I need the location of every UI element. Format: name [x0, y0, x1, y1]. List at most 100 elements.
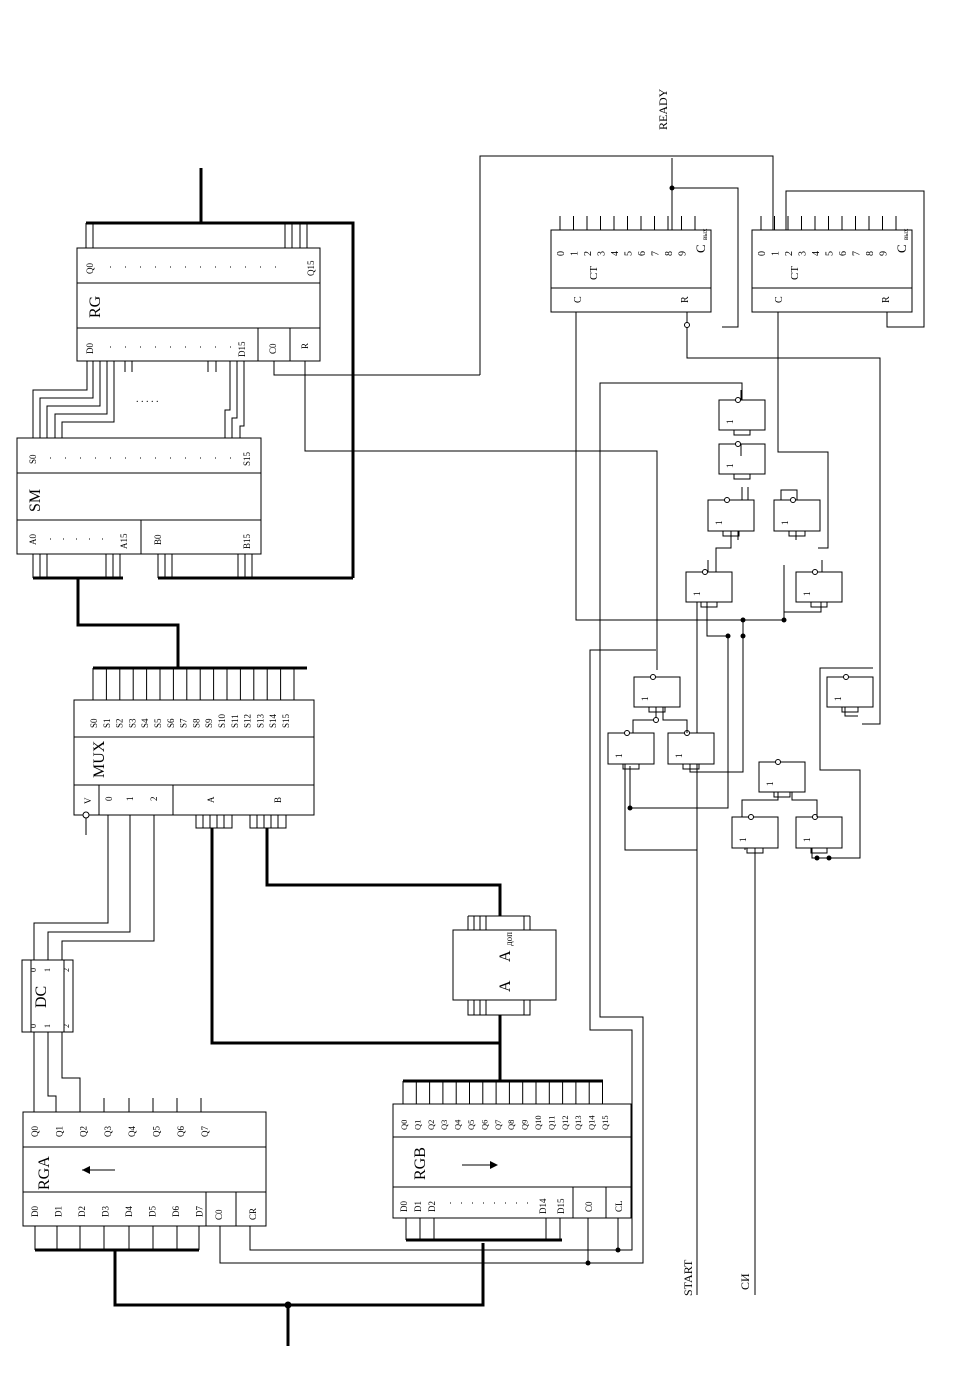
adder-sm: SM S0 S15 A0 A15 B0 B15 — [16, 437, 262, 555]
ct2-out-label: 0 — [757, 251, 768, 256]
gate-label: 1 — [614, 754, 624, 759]
ct1-out-label: 5 — [624, 251, 635, 256]
gate-label: 1 — [640, 697, 650, 702]
ct2-c-label: C — [774, 296, 785, 303]
sm-a0-label: A0 — [28, 534, 38, 545]
logic-gate — [667, 732, 715, 765]
gate-label: 1 — [692, 592, 702, 597]
mux-sel-label: S2 — [115, 718, 125, 728]
mux-sel-label: S8 — [191, 718, 201, 728]
logic-gate — [607, 732, 655, 765]
gate-label: 1 — [738, 838, 748, 843]
signal-ready: READY — [656, 88, 670, 130]
gate-label: 1 — [802, 838, 812, 843]
rga-d-label: D6 — [171, 1206, 181, 1217]
mux-sel-label: S3 — [127, 718, 137, 728]
rga-q-label: Q3 — [103, 1126, 113, 1137]
logic-gate — [633, 676, 681, 708]
ct1-cvyh-label: C — [693, 244, 708, 253]
ct1-out-label: 1 — [570, 251, 581, 256]
ct1-out-label: 0 — [556, 251, 567, 256]
ct1-out-label: 9 — [678, 251, 689, 256]
rgb-d1-label: D1 — [413, 1201, 423, 1212]
logic-gate — [731, 816, 779, 849]
mux-c2-label: 2 — [149, 797, 159, 802]
rgb-q-label: Q6 — [479, 1120, 489, 1130]
gate-label: 1 — [802, 592, 812, 597]
rga-d-label: D1 — [54, 1206, 64, 1217]
mux-sel-label: S15 — [281, 713, 291, 728]
mux-v-label: V — [83, 797, 93, 804]
mux-sel-label: S12 — [243, 714, 253, 728]
logic-gate — [758, 761, 806, 793]
ct2-out-label: 1 — [771, 251, 782, 256]
gate-label: 1 — [674, 754, 684, 759]
addr-adop-label: A — [497, 950, 514, 962]
gate-label: 1 — [765, 782, 775, 787]
mux-sel-label: S7 — [179, 718, 189, 728]
mux-sel-label: S13 — [255, 713, 265, 728]
rg-c0-label: C0 — [268, 343, 278, 354]
rgb-q-label: Q7 — [493, 1120, 503, 1130]
ct2-out-label: 5 — [825, 251, 836, 256]
ct1-out-label: 3 — [597, 251, 608, 256]
rg-q15-label: Q15 — [306, 260, 316, 276]
register-rg: RG Q0 Q15 D0 D15 C0 R — [76, 247, 321, 362]
sm-b0-label: B0 — [153, 534, 163, 545]
rga-d-label: D5 — [148, 1206, 158, 1217]
logic-gate — [718, 443, 766, 475]
rga-q-label: Q4 — [127, 1126, 137, 1137]
logic-gate — [795, 571, 843, 603]
ct1-c-label: C — [573, 296, 584, 303]
logic-gate — [707, 499, 755, 532]
mux-sel-label: S14 — [268, 713, 278, 728]
rga-d-label: D0 — [30, 1206, 40, 1217]
gate-label: 1 — [725, 420, 735, 425]
dc-title: DC — [33, 986, 50, 1008]
rgb-q-label: Q11 — [546, 1116, 556, 1130]
mux-sel-label: S4 — [140, 718, 150, 728]
rga-d-label: D3 — [101, 1206, 111, 1217]
gate-label: 1 — [833, 697, 843, 702]
rgb-q-label: Q10 — [533, 1115, 543, 1130]
ct2-out-label: 6 — [838, 251, 849, 256]
ct2-out-label: 9 — [879, 251, 890, 256]
mux-sel-label: S10 — [217, 713, 227, 728]
rga-q-label: Q6 — [176, 1126, 186, 1137]
sm-b15-label: B15 — [242, 533, 252, 549]
ct2-out-label: 2 — [784, 251, 795, 256]
mux-a-label: A — [206, 796, 216, 803]
rgb-q-label: Q13 — [573, 1115, 583, 1130]
ct2-out-label: 3 — [798, 251, 809, 256]
decoder-dc: DC 0 1 2 0 1 2 — [21, 959, 74, 1033]
rgb-q-label: Q8 — [506, 1120, 516, 1130]
ct2-cvyh-label: C — [894, 244, 909, 253]
mux-b-label: B — [273, 797, 283, 803]
rgb-q-label: Q12 — [560, 1115, 570, 1130]
ct1-out-label: 2 — [583, 251, 594, 256]
rg-q0-label: Q0 — [85, 263, 95, 274]
rga-q-label: Q7 — [200, 1126, 210, 1137]
ct2-out-label: 4 — [811, 251, 822, 256]
logic-gate — [685, 571, 733, 603]
dc-in-2: 2 — [62, 1024, 71, 1028]
ct1-out-label: 8 — [664, 251, 675, 256]
rgb-q-label: Q15 — [600, 1115, 610, 1130]
rga-cr-label: CR — [248, 1208, 258, 1220]
rgb-q-label: Q5 — [466, 1120, 476, 1130]
rgb-q-label: Q4 — [453, 1119, 463, 1130]
ct1-out-label: 7 — [651, 251, 662, 256]
rg-d15-label: D15 — [237, 341, 247, 357]
ct2-title: CT — [789, 266, 801, 280]
ct1-r-label: R — [680, 296, 691, 303]
sm-title: SM — [27, 489, 44, 512]
mux-sel-label: S0 — [89, 718, 99, 728]
dc-in-0: 0 — [29, 1024, 38, 1028]
rgb-q-label: Q14 — [587, 1115, 597, 1130]
sm-a15-label: A15 — [119, 533, 129, 549]
mux-c1-label: 1 — [125, 797, 135, 802]
